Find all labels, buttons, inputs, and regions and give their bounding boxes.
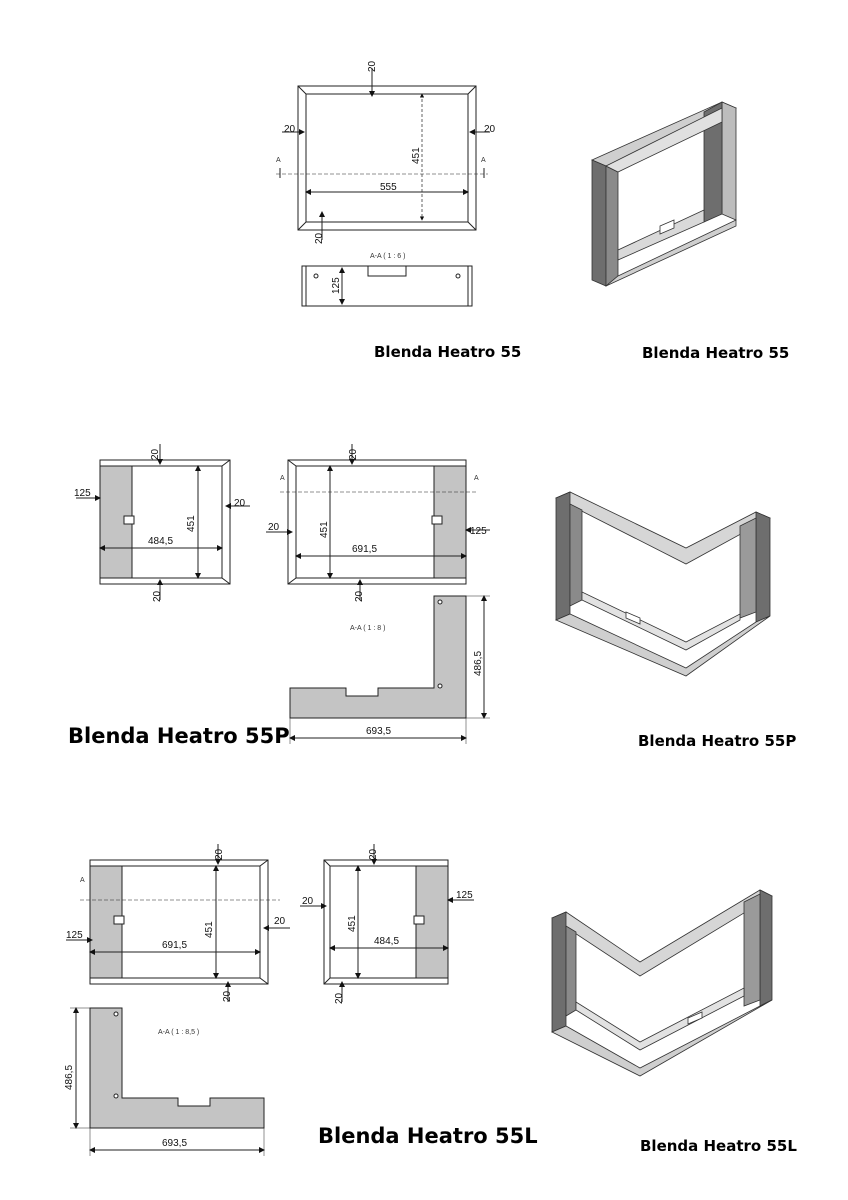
dim-55p-v2-top: 20 xyxy=(348,448,359,460)
dim-55p-v2-height: 451 xyxy=(319,521,330,538)
dim-55l-v2-depth: 125 xyxy=(456,890,473,901)
caption-heatro-55-drawing: Blenda Heatro 55 xyxy=(374,343,522,361)
section-mark-55l: A xyxy=(80,877,85,884)
dim-55l-v2-bottom: 20 xyxy=(334,992,345,1004)
front-view-55l-left xyxy=(66,844,290,1002)
dim-bottom-20: 20 xyxy=(314,232,325,244)
dim-55l-v1-height: 451 xyxy=(204,921,215,938)
front-view-55l-right xyxy=(300,844,474,1002)
front-view-heatro-55 xyxy=(276,68,490,240)
dim-55l-v2-left: 20 xyxy=(302,896,314,907)
dim-55l-l-width: 693,5 xyxy=(162,1138,187,1149)
caption-heatro-55p-drawing: Blenda Heatro 55P xyxy=(68,724,290,748)
dim-55p-v1-width: 484,5 xyxy=(148,536,173,547)
dim-height-451: 451 xyxy=(411,147,422,164)
dim-55l-v1-depth: 125 xyxy=(66,930,83,941)
section-scale-55p: A-A ( 1 : 8 ) xyxy=(350,625,385,632)
front-view-55p-right xyxy=(266,444,490,600)
section-view-heatro-55 xyxy=(301,265,473,307)
dim-55p-v1-bottom: 20 xyxy=(152,590,163,602)
dim-55l-v1-top: 20 xyxy=(214,848,225,860)
isometric-frame-heatro-55 xyxy=(591,101,737,287)
dim-depth-125: 125 xyxy=(331,277,342,294)
dim-55p-v2-depth: 125 xyxy=(470,526,487,537)
front-view-55p-left xyxy=(76,444,250,600)
caption-heatro-55l-drawing: Blenda Heatro 55L xyxy=(318,1124,538,1148)
dim-55l-v1-width: 691,5 xyxy=(162,940,187,951)
isometric-frame-heatro-55p xyxy=(554,491,771,677)
dim-55p-v1-depth: 125 xyxy=(74,488,91,499)
l-section-55l xyxy=(70,1007,265,1156)
isometric-frame-heatro-55l xyxy=(551,889,773,1077)
caption-heatro-55l-iso: Blenda Heatro 55L xyxy=(640,1137,797,1155)
dim-55p-v1-height: 451 xyxy=(186,515,197,532)
section-mark-left: A xyxy=(276,157,281,164)
section-mark-55p-left: A xyxy=(280,475,285,482)
section-scale-55l: A-A ( 1 : 8,5 ) xyxy=(158,1029,199,1036)
dim-right-20: 20 xyxy=(484,124,496,135)
dim-55p-v1-top: 20 xyxy=(150,448,161,460)
dim-left-20: 20 xyxy=(284,124,296,135)
dim-55p-v2-width: 691,5 xyxy=(352,544,377,555)
dim-55l-l-height: 486,5 xyxy=(64,1065,75,1090)
dim-55l-v2-top: 20 xyxy=(368,848,379,860)
section-scale-label: A-A ( 1 : 6 ) xyxy=(370,253,405,260)
dim-top-20: 20 xyxy=(367,60,378,72)
dim-55p-v1-right: 20 xyxy=(234,498,246,509)
caption-heatro-55-iso: Blenda Heatro 55 xyxy=(642,344,790,362)
caption-heatro-55p-iso: Blenda Heatro 55P xyxy=(638,732,797,750)
dim-55l-v2-width: 484,5 xyxy=(374,936,399,947)
dim-55p-l-width: 693,5 xyxy=(366,726,391,737)
section-mark-right: A xyxy=(481,157,486,164)
dim-55l-v1-bottom: 20 xyxy=(222,990,233,1002)
dim-55p-v2-bottom: 20 xyxy=(354,590,365,602)
section-mark-55p-right: A xyxy=(474,475,479,482)
dim-55p-l-height: 486,5 xyxy=(473,651,484,676)
dim-55l-v1-right: 20 xyxy=(274,916,286,927)
dim-55l-v2-height: 451 xyxy=(347,915,358,932)
dim-width-555: 555 xyxy=(380,182,397,193)
dim-55p-v2-left: 20 xyxy=(268,522,280,533)
l-section-55p xyxy=(289,595,490,744)
